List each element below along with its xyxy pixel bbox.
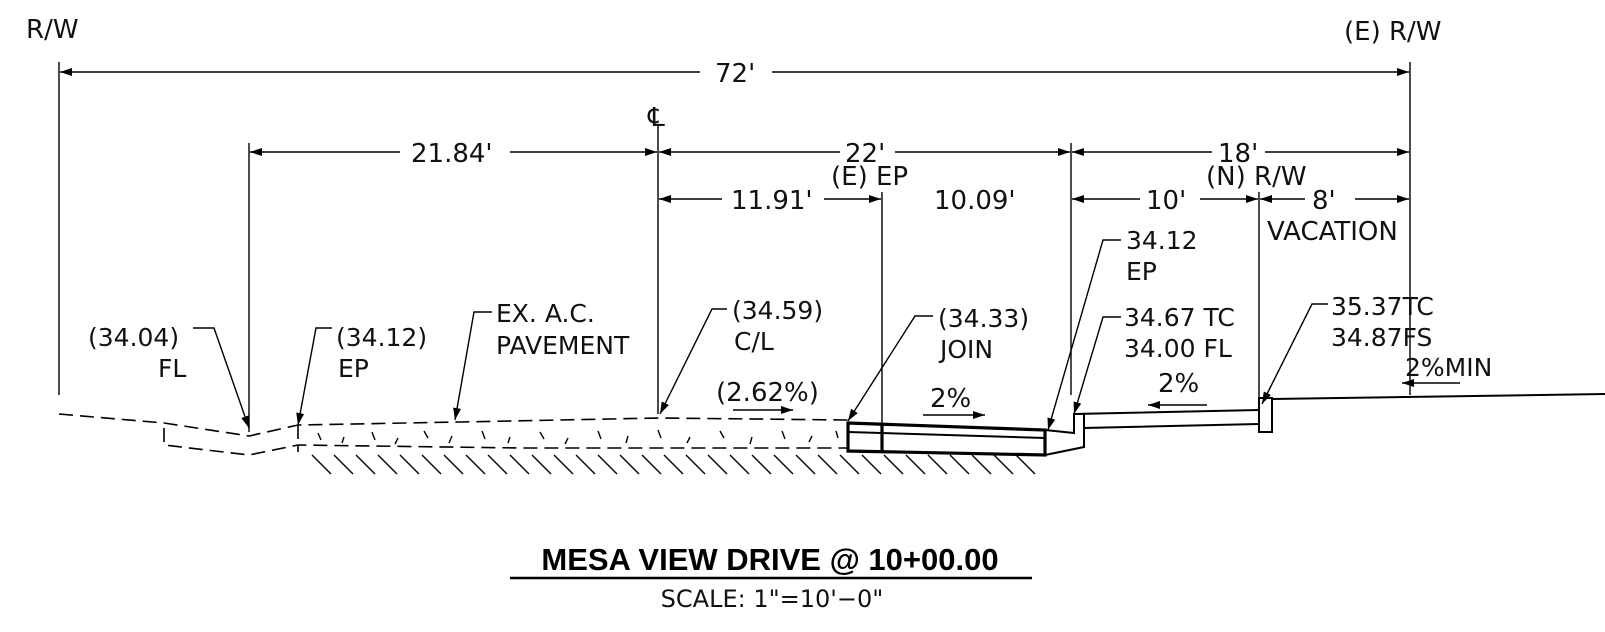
dimension-11-91: 11.91' (659, 186, 881, 216)
dimension-18: 18' (1072, 139, 1409, 169)
callout-tc: 34.67 TC (1124, 303, 1235, 332)
slope-new-label: 2% (930, 384, 971, 414)
rw-left-label: R/W (26, 15, 79, 45)
callout-ep: EP (338, 354, 369, 383)
slope-min-label: 2%MIN (1405, 353, 1492, 382)
callout-fl2: 34.00 FL (1124, 334, 1232, 363)
callout-fl: FL (158, 354, 186, 383)
dimension-21-84: 21.84' (250, 139, 657, 169)
callout-ep2-elevation: 34.12 (1126, 226, 1198, 255)
ground-hatching (311, 454, 1036, 475)
dimension-overall-text: 72' (715, 59, 755, 89)
dimension-11-91-text: 11.91' (731, 186, 813, 216)
slope-sidewalk-label: 2% (1158, 369, 1199, 399)
callout-fl-elevation: (34.04) (88, 323, 179, 352)
callout-join: JOIN (938, 335, 993, 364)
rw-right-label: (E) R/W (1344, 17, 1442, 47)
extension-lines (58, 62, 1411, 432)
dimension-8: 8' (1260, 186, 1409, 216)
callout-cl-elevation: (34.59) (732, 296, 823, 325)
new-pavement-section (846, 421, 1047, 457)
existing-ep-label: (E) EP (831, 162, 908, 192)
existing-pavement (58, 413, 849, 456)
callout-join-elevation: (34.33) (938, 304, 1029, 333)
pavement-aggregate (317, 429, 839, 445)
drawing-title: MESA VIEW DRIVE @ 10+00.00 (541, 542, 998, 577)
slope-existing-label: (2.62%) (716, 378, 819, 408)
dimension-10-09-text: 10.09' (934, 186, 1016, 216)
callout-cl: C/L (734, 327, 774, 356)
curb-gutter-sidewalk (1044, 393, 1605, 456)
dimension-overall: 72' (60, 59, 1409, 89)
leader-lines (193, 239, 1328, 431)
dimension-10-text: 10' (1146, 186, 1186, 216)
vacation-label: VACATION (1267, 217, 1398, 247)
callout-pavement: PAVEMENT (496, 331, 630, 360)
new-rw-label: (N) R/W (1206, 162, 1307, 192)
dimension-21-84-text: 21.84' (411, 139, 493, 169)
dimension-8-text: 8' (1312, 186, 1336, 216)
dimension-22: 22' (659, 139, 1070, 169)
dimension-18-text: 18' (1218, 139, 1258, 169)
centerline-symbol: ℄ (647, 103, 665, 133)
dimension-22-text: 22' (845, 139, 885, 169)
callout-fs: 34.87FS (1331, 323, 1432, 352)
callout-ex-ac: EX. A.C. (496, 299, 595, 328)
callout-tc2: 35.37TC (1331, 292, 1434, 321)
dimension-10: 10' (1072, 186, 1258, 216)
callout-ep2: EP (1126, 257, 1157, 286)
callout-ep-elevation: (34.12) (336, 323, 427, 352)
drawing-scale: SCALE: 1"=10'−0" (661, 585, 884, 613)
